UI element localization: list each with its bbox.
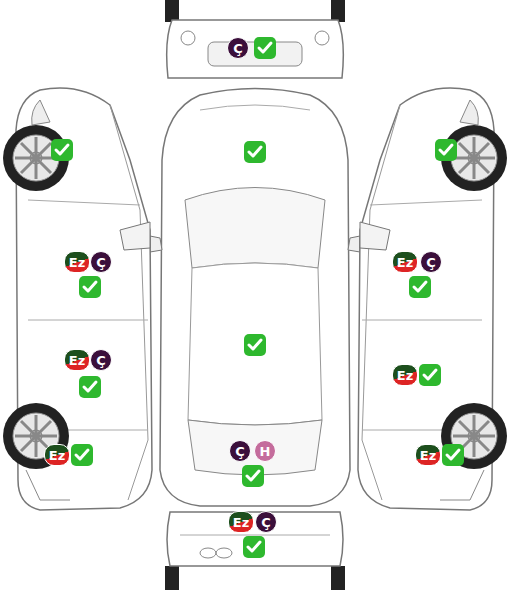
damage-badge: Ez [44,444,70,466]
damage-badge: Ç [255,511,277,533]
badge-label: Ç [233,41,243,56]
badge-label: H [260,444,271,459]
badge-label: Ez [420,448,436,463]
damage-badge: Ç [420,251,442,273]
damage-badge: Ez [64,251,90,273]
badge-label: Ez [49,448,65,463]
damage-badge: H [254,440,276,462]
damage-badge: Ç [90,349,112,371]
badge-label: Ez [69,255,85,270]
badge-label: Ç [96,255,106,270]
damage-badge: Ç [229,440,251,462]
badge-label: Ç [235,444,245,459]
damage-badge: Ez [392,364,418,386]
damage-badge: Ez [228,511,254,533]
badge-label: Ç [96,353,106,368]
damage-badge: Ez [415,444,441,466]
badge-label: Ez [397,255,413,270]
damage-badge: Ez [392,251,418,273]
damage-badge: Ez [64,349,90,371]
badge-label: Ç [261,515,271,530]
damage-badge: Ç [227,37,249,59]
badge-label: Ez [233,515,249,530]
badge-label: Ç [426,255,436,270]
badge-label: Ez [397,368,413,383]
badge-label: Ez [69,353,85,368]
damage-badge: Ç [90,251,112,273]
